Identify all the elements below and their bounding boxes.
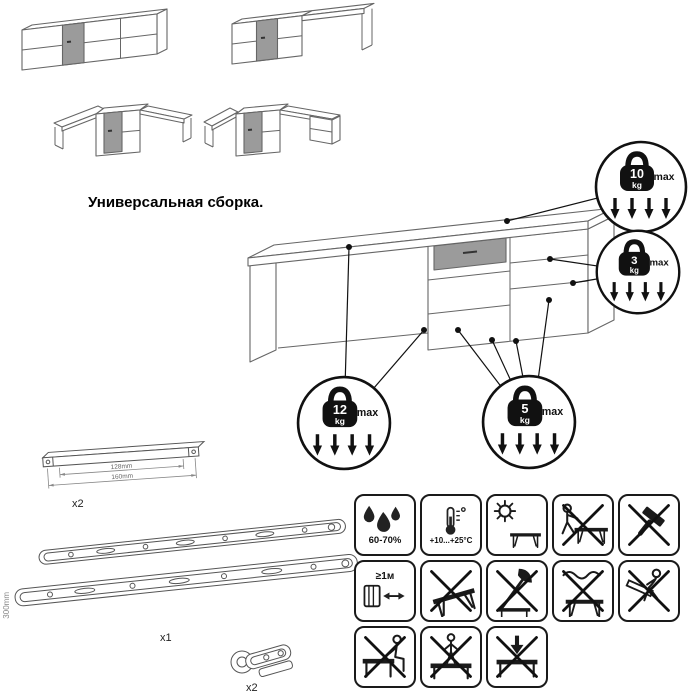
sun-table-icon (493, 499, 541, 549)
weight-limit-badge-3kg: 3 kg max (594, 228, 682, 316)
radiator-icon (363, 584, 405, 608)
kettlebell-icon: 12 kg max (296, 375, 392, 471)
pictogram-no-tilting (420, 560, 482, 622)
thermometer-icon (445, 506, 466, 535)
pictogram-no-standing (420, 626, 482, 688)
drawer-slides-drawing (14, 518, 358, 607)
desk-config-4 (203, 103, 341, 157)
bracket-count-label: x2 (72, 498, 84, 510)
down-force-table-icon (496, 635, 538, 678)
kettlebell-icon: 5 kg max (481, 374, 577, 470)
person-pushing-table-icon (561, 503, 608, 546)
weight-limit-badge-5kg: 5 kg max (480, 373, 578, 471)
slides-count-label: x1 (160, 632, 172, 644)
pictogram-no-carrying-alone (618, 560, 680, 622)
person-standing-on-table-icon (430, 633, 472, 680)
max-label: max (649, 258, 669, 269)
load-arrows-icon (610, 198, 671, 219)
inner-dimension-label: 128mm (110, 463, 132, 471)
weight-value: 5 (521, 401, 528, 416)
weight-limit-badge-10kg: 10 kg max (593, 139, 689, 235)
temperature-range-label: +10...+25°C (429, 535, 473, 545)
rope-table-icon (562, 570, 604, 617)
load-arrows-icon (610, 282, 666, 302)
page-title: Универсальная сборка. (88, 194, 264, 211)
mounting-bar-drawing: 128mm 160mm (41, 440, 206, 489)
weight-unit: kg (520, 415, 530, 425)
max-label: max (357, 407, 378, 419)
pictogram-no-sitting (354, 626, 416, 688)
person-sitting-on-table-icon (362, 634, 406, 678)
pictogram-no-dragging (552, 560, 614, 622)
max-label: max (542, 406, 563, 418)
outer-dimension-label: 160mm (111, 473, 133, 481)
weight-unit: kg (335, 416, 345, 426)
pictogram-radiator-distance: ≥1м (354, 560, 416, 622)
hammer-icon (628, 504, 670, 546)
care-pictograms-grid: 60-70% +10...+25°C (354, 494, 680, 688)
weight-value: 10 (630, 167, 644, 181)
load-arrows-icon (497, 433, 560, 455)
pictogram-no-hammer (618, 494, 680, 556)
pictogram-no-chopping (486, 560, 548, 622)
water-drops-icon (363, 505, 400, 532)
hinge-count-label: x2 (246, 682, 258, 694)
pictogram-no-pressing (486, 626, 548, 688)
tilted-table-icon (430, 570, 476, 617)
weight-value: 12 (333, 402, 347, 417)
desk-config-3 (53, 103, 193, 157)
humidity-range-label: 60-70% (368, 534, 402, 546)
max-label: max (653, 171, 674, 183)
load-arrows-icon (312, 434, 375, 456)
hinge-drawing (230, 644, 294, 678)
radiator-distance-label: ≥1м (375, 571, 395, 582)
pictogram-avoid-sunlight (486, 494, 548, 556)
weight-value: 3 (631, 255, 637, 267)
slides-length-label: 300mm (2, 592, 11, 619)
kettlebell-icon: 10 kg max (594, 140, 688, 234)
dimension-lines: 128mm 160mm (47, 458, 197, 489)
desk-config-1 (21, 8, 168, 71)
main-desk-drawing (247, 207, 615, 363)
weight-limit-badge-12kg: 12 kg max (295, 374, 393, 472)
person-carrying-panel-icon (625, 568, 670, 612)
pictogram-no-pushing (552, 494, 614, 556)
weight-unit: kg (632, 180, 642, 190)
pictogram-humidity: 60-70% (354, 494, 416, 556)
axe-icon (496, 568, 538, 617)
kettlebell-icon: 3 kg max (595, 229, 681, 315)
desk-config-2 (231, 2, 375, 65)
weight-unit: kg (630, 266, 639, 275)
pictogram-temperature: +10...+25°C (420, 494, 482, 556)
